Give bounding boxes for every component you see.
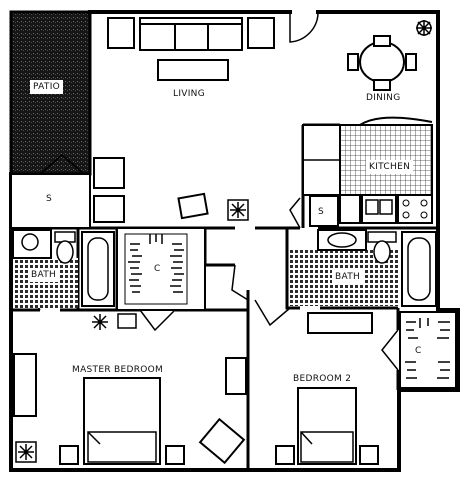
exterior-walls	[9, 10, 460, 472]
room-label-bedroom2: BEDROOM 2	[293, 374, 352, 384]
room-label-dining: DINING	[366, 93, 401, 103]
bath-left	[12, 229, 115, 308]
room-label-bath-left: BATH	[28, 268, 60, 282]
room-label-closet-bedroom2: C	[412, 344, 425, 358]
room-label-living: LIVING	[173, 89, 205, 99]
plant-icons	[15, 20, 432, 463]
bath-right	[290, 229, 437, 307]
room-label-master-bedroom: MASTER BEDROOM	[72, 365, 164, 375]
closet-bedroom2	[399, 311, 457, 389]
room-label-storage-kitchen: S	[318, 207, 325, 217]
living-furniture	[93, 17, 275, 223]
closet-hall	[116, 227, 206, 329]
room-label-storage-patio: S	[46, 194, 53, 204]
room-label-closet-hall: C	[151, 262, 164, 276]
room-label-patio: PATIO	[30, 80, 64, 94]
dining-table	[347, 35, 417, 91]
master-bedroom-furniture	[13, 353, 247, 465]
bedroom2-furniture	[275, 312, 379, 465]
room-label-bath-right: BATH	[332, 270, 364, 284]
patio-storage	[10, 173, 91, 229]
room-label-kitchen: KITCHEN	[366, 160, 414, 174]
